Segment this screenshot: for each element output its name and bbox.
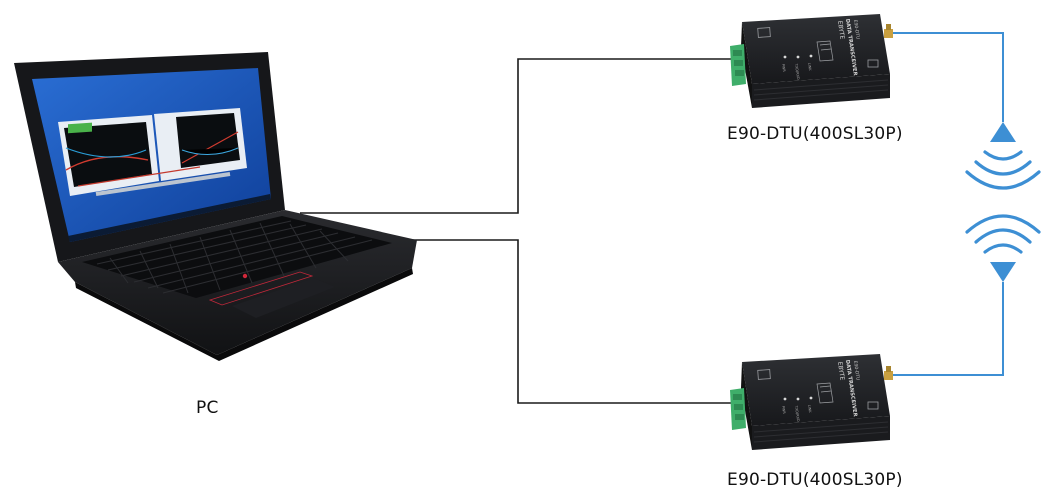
device-bottom-label: E90-DTU(400SL30P) <box>727 470 903 490</box>
dtu-device-top: EBYTE DATA TRANSCEIVER E90-DTU PWR TXD/R… <box>730 14 893 108</box>
screen-app-chart-left <box>64 122 152 187</box>
signal-arrow-up-icon <box>990 122 1016 142</box>
laptop-touchpad <box>232 278 335 318</box>
wireless-signal-icon <box>965 214 1041 282</box>
device-led-label: LINK <box>807 63 812 72</box>
device-face-model: E90-DTU <box>852 19 861 39</box>
signal-arrow-down-icon <box>990 262 1016 282</box>
wired-links <box>300 58 740 404</box>
antenna-feed-top <box>893 32 1004 122</box>
wireless-links <box>893 32 1004 376</box>
cable-to-bottom-device <box>408 239 740 404</box>
dtu-device-bottom: EBYTE DATA TRANSCEIVER E90-DTU PWR TXD/R… <box>730 354 893 450</box>
device-led-label: LINK <box>807 405 812 414</box>
device-brand: EBYTE <box>836 361 846 381</box>
pc-label: PC <box>196 398 219 418</box>
device-face-model: E90-DTU <box>852 360 861 380</box>
device-top-label: E90-DTU(400SL30P) <box>727 124 903 144</box>
antenna-icon <box>884 366 893 380</box>
antenna-icon <box>884 24 893 38</box>
device-led-label: TXD/RXD <box>794 63 800 81</box>
wireless-signal-icon <box>965 122 1041 190</box>
device-led-label: TXD/RXD <box>794 405 800 423</box>
laptop-icon <box>14 52 417 361</box>
screen-app-chart-right <box>176 113 240 168</box>
device-brand: EBYTE <box>836 20 846 40</box>
terminal-block <box>730 388 746 430</box>
cable-to-top-device <box>300 58 740 214</box>
terminal-block <box>730 44 746 86</box>
antenna-feed-bottom <box>893 282 1004 376</box>
device-led-label: PWR <box>781 64 786 73</box>
device-led-label: PWR <box>781 406 786 415</box>
